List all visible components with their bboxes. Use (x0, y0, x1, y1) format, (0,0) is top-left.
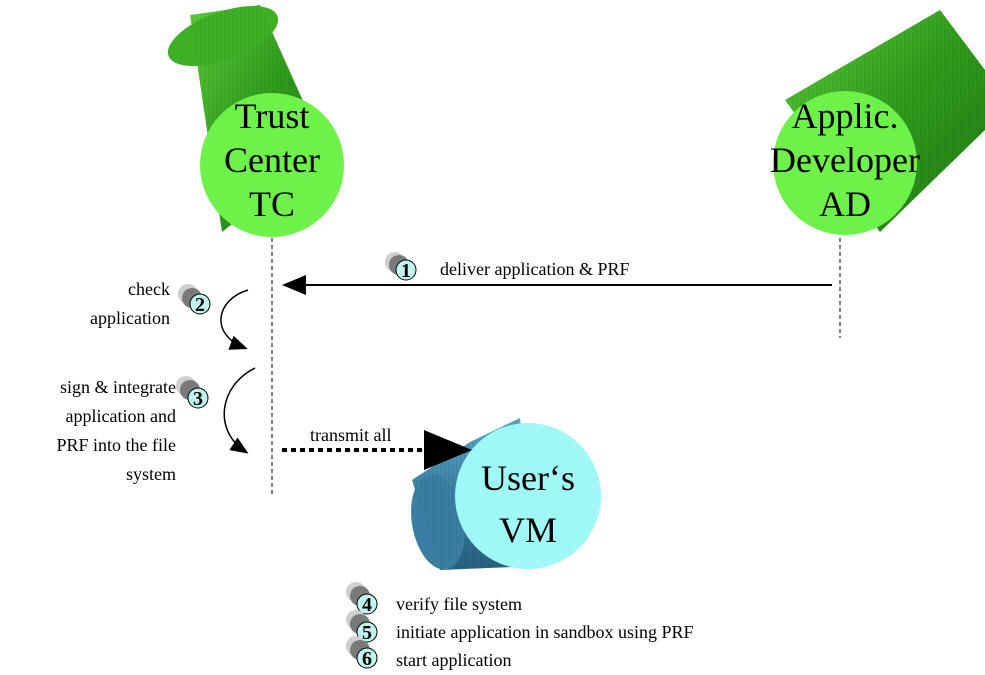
step-3-label-line-1: sign & integrate (60, 377, 176, 397)
sign-curve-arrow (223, 367, 256, 454)
check-curve-arrow (220, 289, 249, 350)
step-3-label-line-3: PRF into the file (56, 435, 176, 455)
users-vm-line-1: User‘s (481, 458, 575, 498)
step-2-number: 2 (195, 294, 205, 316)
app-developer-line-1: Applic. (792, 96, 899, 136)
step-3-label-line-2: application and (66, 406, 176, 426)
app-developer-line-2: Developer (770, 140, 920, 180)
step-4-badge: 4 (346, 582, 378, 616)
step-6-badge: 6 (346, 636, 378, 670)
step-2-label-line-2: application (90, 308, 170, 328)
trust-center-node: Trust Center TC (167, 5, 344, 237)
step-1-number: 1 (401, 260, 411, 282)
step-6-label: start application (396, 650, 511, 670)
step-2-label-line-1: check (128, 279, 170, 299)
trust-center-line-1: Trust (235, 96, 310, 136)
step-4-label: verify file system (396, 594, 522, 614)
step-5-label: initiate application in sandbox using PR… (396, 622, 693, 642)
trust-center-face (200, 93, 344, 237)
step-3-badge: 3 (176, 376, 209, 410)
deliver-label: deliver application & PRF (440, 259, 629, 279)
users-vm-node: User‘s VM (411, 418, 601, 570)
transmit-label: transmit all (310, 425, 391, 445)
users-vm-line-2: VM (499, 510, 557, 550)
trust-center-line-2: Center (224, 140, 320, 180)
trust-center-line-3: TC (249, 184, 295, 224)
app-developer-node: Applic. Developer AD (770, 10, 985, 235)
step-4-number: 4 (362, 594, 372, 616)
users-vm-face (455, 423, 601, 569)
app-developer-line-3: AD (819, 184, 871, 224)
step-3-number: 3 (193, 388, 203, 410)
step-5-badge: 5 (346, 610, 378, 644)
step-3-label-line-4: system (126, 464, 176, 484)
step-5-number: 5 (362, 622, 372, 644)
step-1-badge: 1 (385, 252, 417, 282)
step-2-badge: 2 (178, 284, 211, 316)
step-6-number: 6 (362, 648, 372, 670)
app-developer-face (773, 91, 917, 235)
